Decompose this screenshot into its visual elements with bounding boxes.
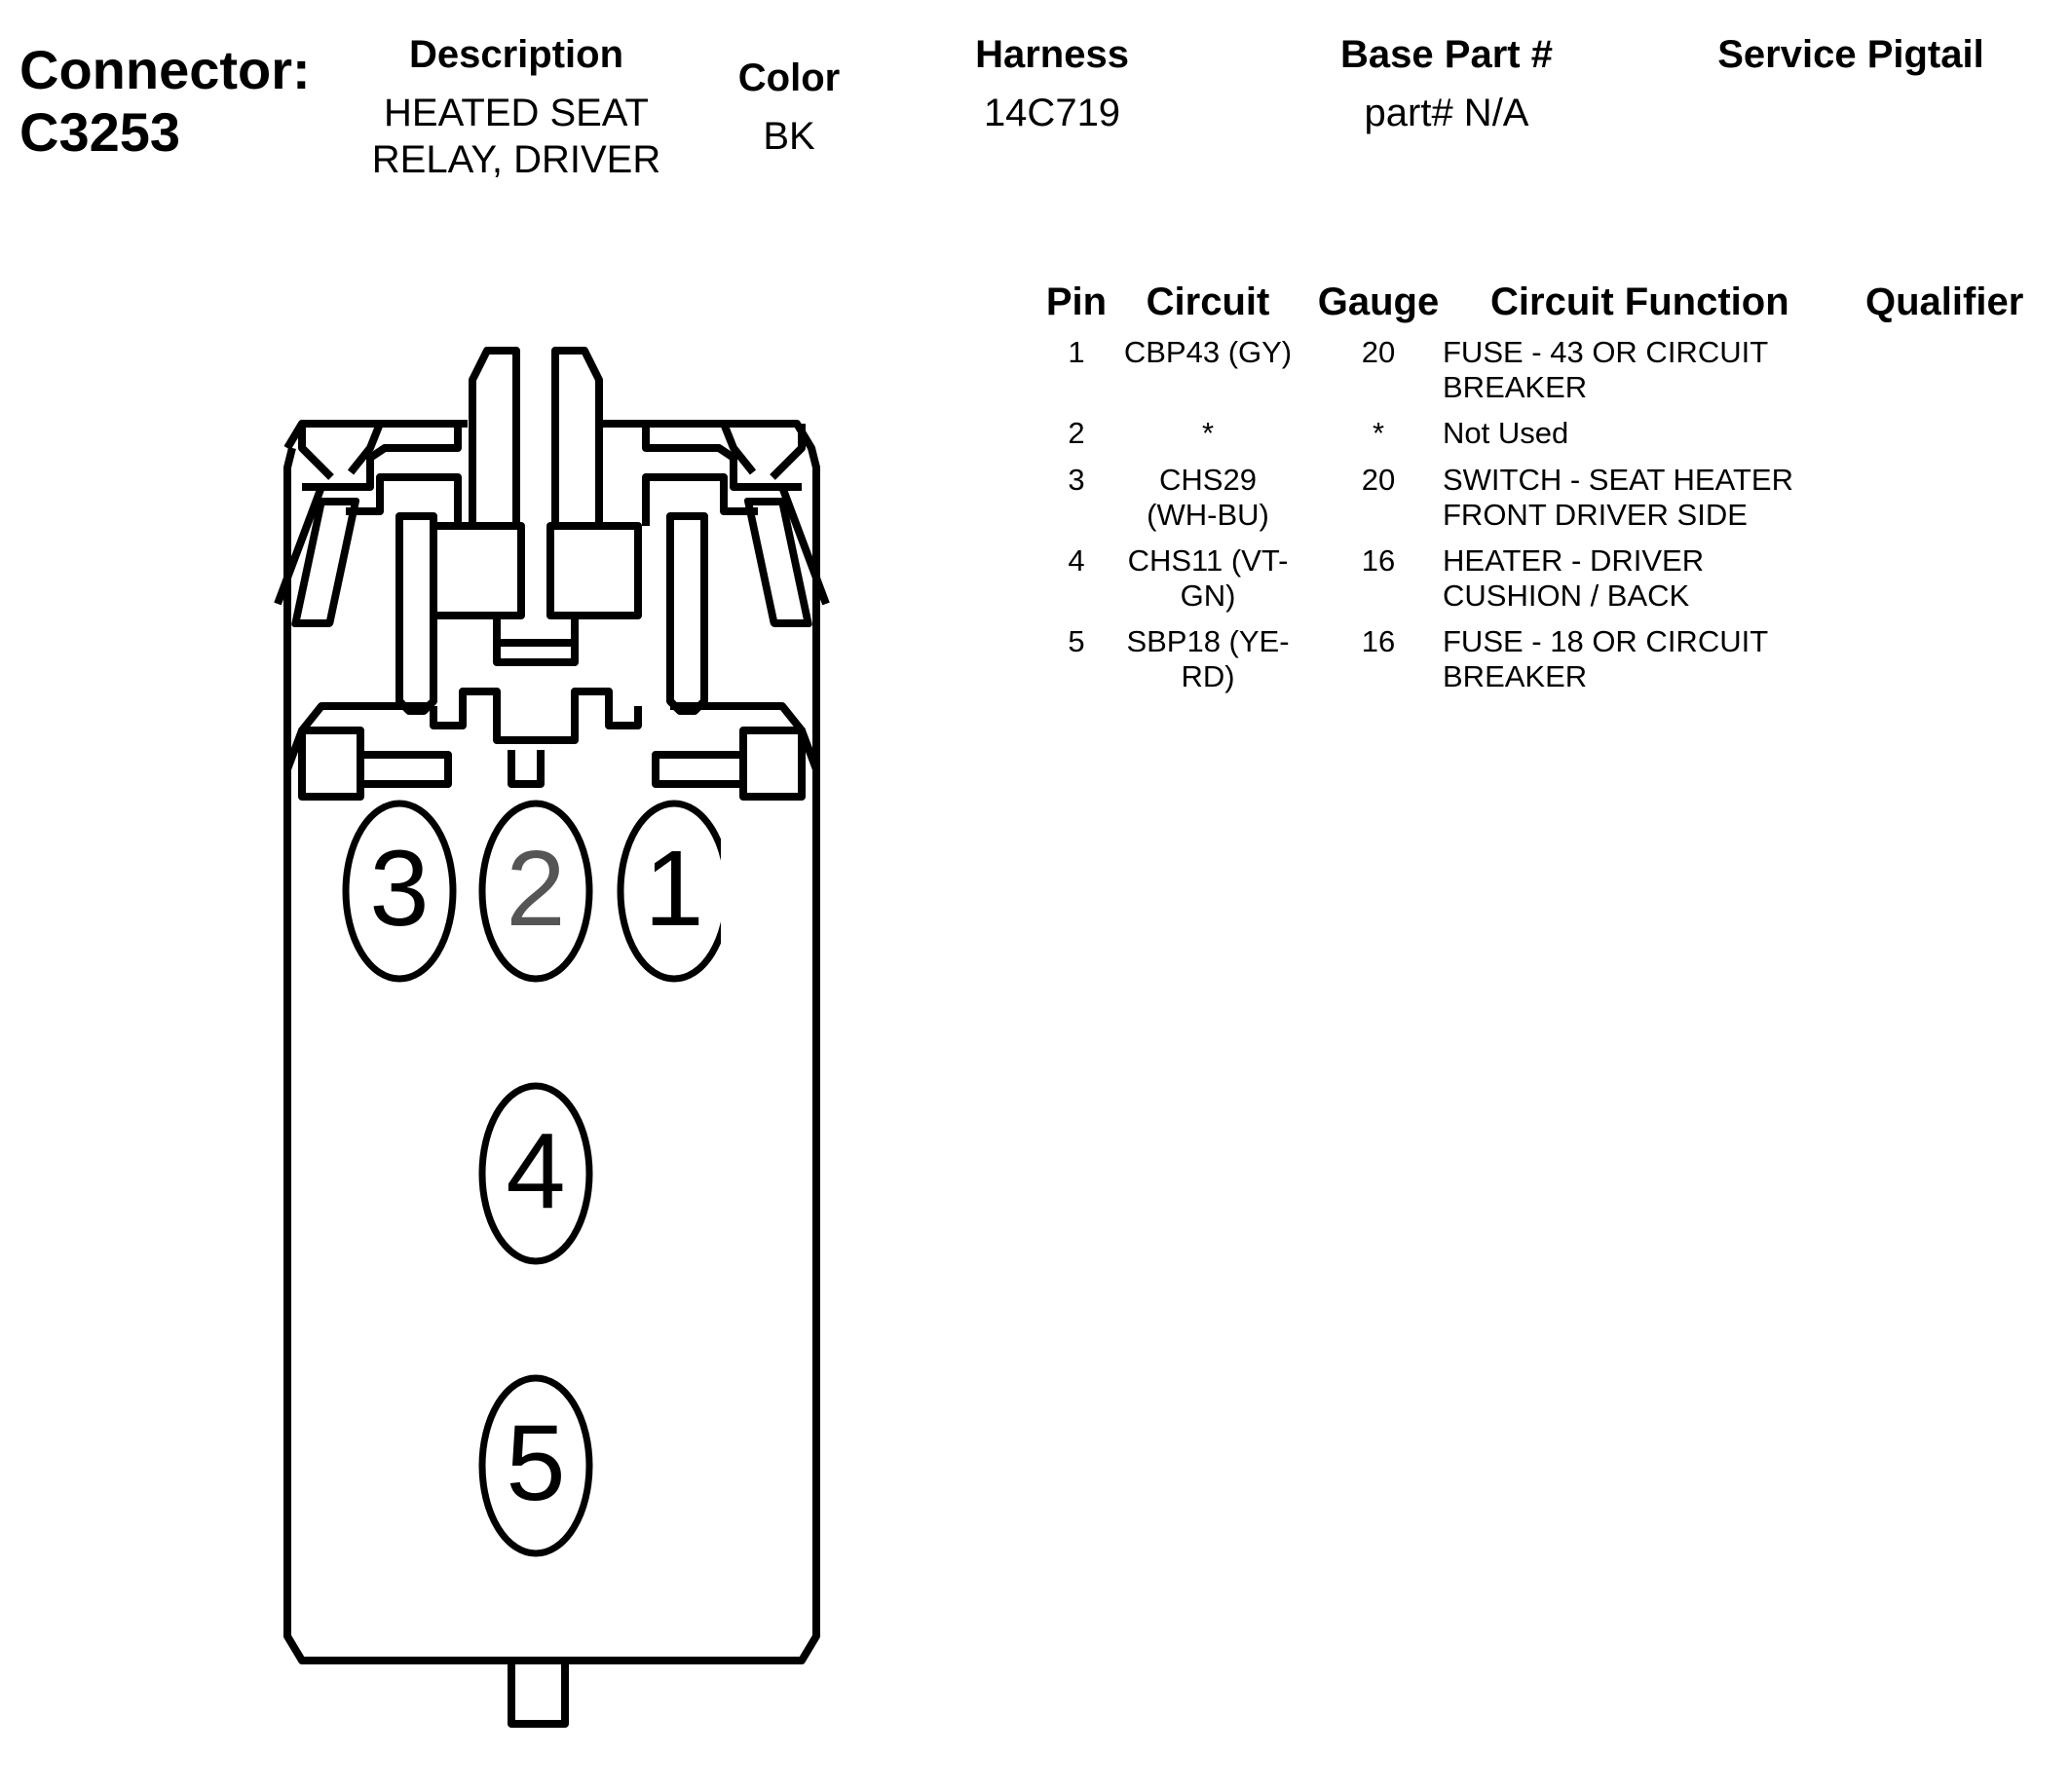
row-1-pin: 1	[1068, 335, 1085, 369]
row-3-pin: 3	[1068, 463, 1085, 497]
pin-cavities: 3 2 1 4 5	[342, 800, 721, 1557]
col-pin: Pin	[1045, 280, 1108, 323]
col-circuit: Circuit	[1146, 280, 1270, 323]
function-line: FRONT DRIVER SIDE	[1443, 498, 1748, 532]
latch-left	[469, 347, 520, 530]
connector-id: C3253	[19, 101, 181, 163]
function-line: SWITCH - SEAT HEATER	[1443, 463, 1793, 497]
row-2-pin: 2	[1068, 416, 1085, 450]
col-circuit-function: Circuit Function	[1490, 280, 1789, 323]
circuit-line: SBP18 (YE-	[1126, 624, 1290, 658]
inner-frame-right	[720, 422, 806, 480]
latch-right	[551, 347, 603, 530]
function-line: Not Used	[1443, 416, 1569, 450]
function-line: BREAKER	[1443, 370, 1588, 404]
inner-frame-left	[298, 422, 384, 480]
connector-label: Connector:	[19, 39, 311, 100]
latch-block-left	[430, 522, 525, 619]
description-line-1: HEATED SEAT	[384, 92, 649, 134]
row-1-gauge: 20	[1361, 335, 1396, 369]
pin-2-cavity: 2	[478, 800, 593, 983]
pin-3-label: 3	[369, 829, 429, 949]
circuit-line: CHS11 (VT-	[1127, 543, 1289, 578]
latch-block-right	[546, 522, 642, 619]
row-5-circuit: SBP18 (YE- RD)	[1101, 624, 1315, 694]
pin-4-label: 4	[506, 1111, 565, 1231]
harness-header: Harness	[975, 33, 1129, 76]
row-1-function: FUSE - 43 OR CIRCUIT BREAKER	[1443, 335, 1768, 405]
circuit-line: (WH-BU)	[1147, 498, 1269, 532]
row-4-function: HEATER - DRIVER CUSHION / BACK	[1443, 543, 1704, 614]
row-3-gauge: 20	[1361, 463, 1396, 497]
circuit-line: *	[1201, 416, 1215, 450]
color-header: Color	[737, 56, 841, 99]
row-5-gauge: 16	[1361, 624, 1396, 658]
circuit-line: CBP43 (GY)	[1123, 335, 1293, 369]
circuit-line: CHS29	[1159, 463, 1257, 497]
bottom-stub	[508, 1661, 569, 1728]
function-line: FUSE - 18 OR CIRCUIT	[1443, 624, 1769, 658]
circuit-line: RD)	[1181, 659, 1235, 693]
description-value: HEATED SEAT RELAY, DRIVER	[336, 90, 696, 183]
row-5-function: FUSE - 18 OR CIRCUIT BREAKER	[1443, 624, 1768, 694]
pin-1-cavity: 1	[617, 800, 721, 983]
clip-left	[291, 498, 360, 627]
connector-title: Connector: C3253	[19, 39, 311, 164]
row-4-circuit: CHS11 (VT- GN)	[1101, 543, 1315, 614]
circuit-line: GN)	[1180, 579, 1236, 613]
row-2-gauge: *	[1372, 416, 1385, 450]
color-value: BK	[763, 115, 815, 158]
lug-left	[298, 727, 364, 801]
pin-3-cavity: 3	[342, 800, 457, 983]
harness-value: 14C719	[983, 92, 1121, 134]
row-2-function: Not Used	[1443, 416, 1568, 451]
pin-5-cavity: 5	[478, 1374, 593, 1557]
lug-right	[739, 727, 806, 801]
row-3-function: SWITCH - SEAT HEATER FRONT DRIVER SIDE	[1443, 463, 1793, 533]
description-line-2: RELAY, DRIVER	[371, 138, 661, 181]
row-4-pin: 4	[1068, 543, 1085, 578]
pin-2-label: 2	[506, 829, 565, 949]
function-line: BREAKER	[1443, 659, 1588, 693]
function-line: CUSHION / BACK	[1443, 579, 1690, 613]
pin-5-label: 5	[506, 1403, 565, 1523]
clip-right	[743, 498, 812, 627]
description-header: Description	[408, 33, 624, 76]
base-part-header: Base Part #	[1340, 33, 1553, 76]
connector-face-diagram	[274, 347, 830, 1728]
shoulder-line	[283, 702, 820, 771]
base-part-value: part# N/A	[1364, 92, 1529, 134]
function-line: HEATER - DRIVER	[1443, 543, 1705, 578]
row-2-circuit: *	[1101, 416, 1315, 451]
function-line: FUSE - 43 OR CIRCUIT	[1443, 335, 1769, 369]
pin-4-cavity: 4	[478, 1082, 593, 1265]
service-pigtail-header: Service Pigtail	[1717, 33, 1984, 76]
row-3-circuit: CHS29 (WH-BU)	[1101, 463, 1315, 533]
row-5-pin: 5	[1068, 624, 1085, 658]
row-1-circuit: CBP43 (GY)	[1101, 335, 1315, 370]
col-qualifier: Qualifier	[1865, 280, 2024, 323]
pin-1-label: 1	[644, 829, 703, 949]
col-gauge: Gauge	[1317, 280, 1440, 323]
row-4-gauge: 16	[1361, 543, 1396, 578]
